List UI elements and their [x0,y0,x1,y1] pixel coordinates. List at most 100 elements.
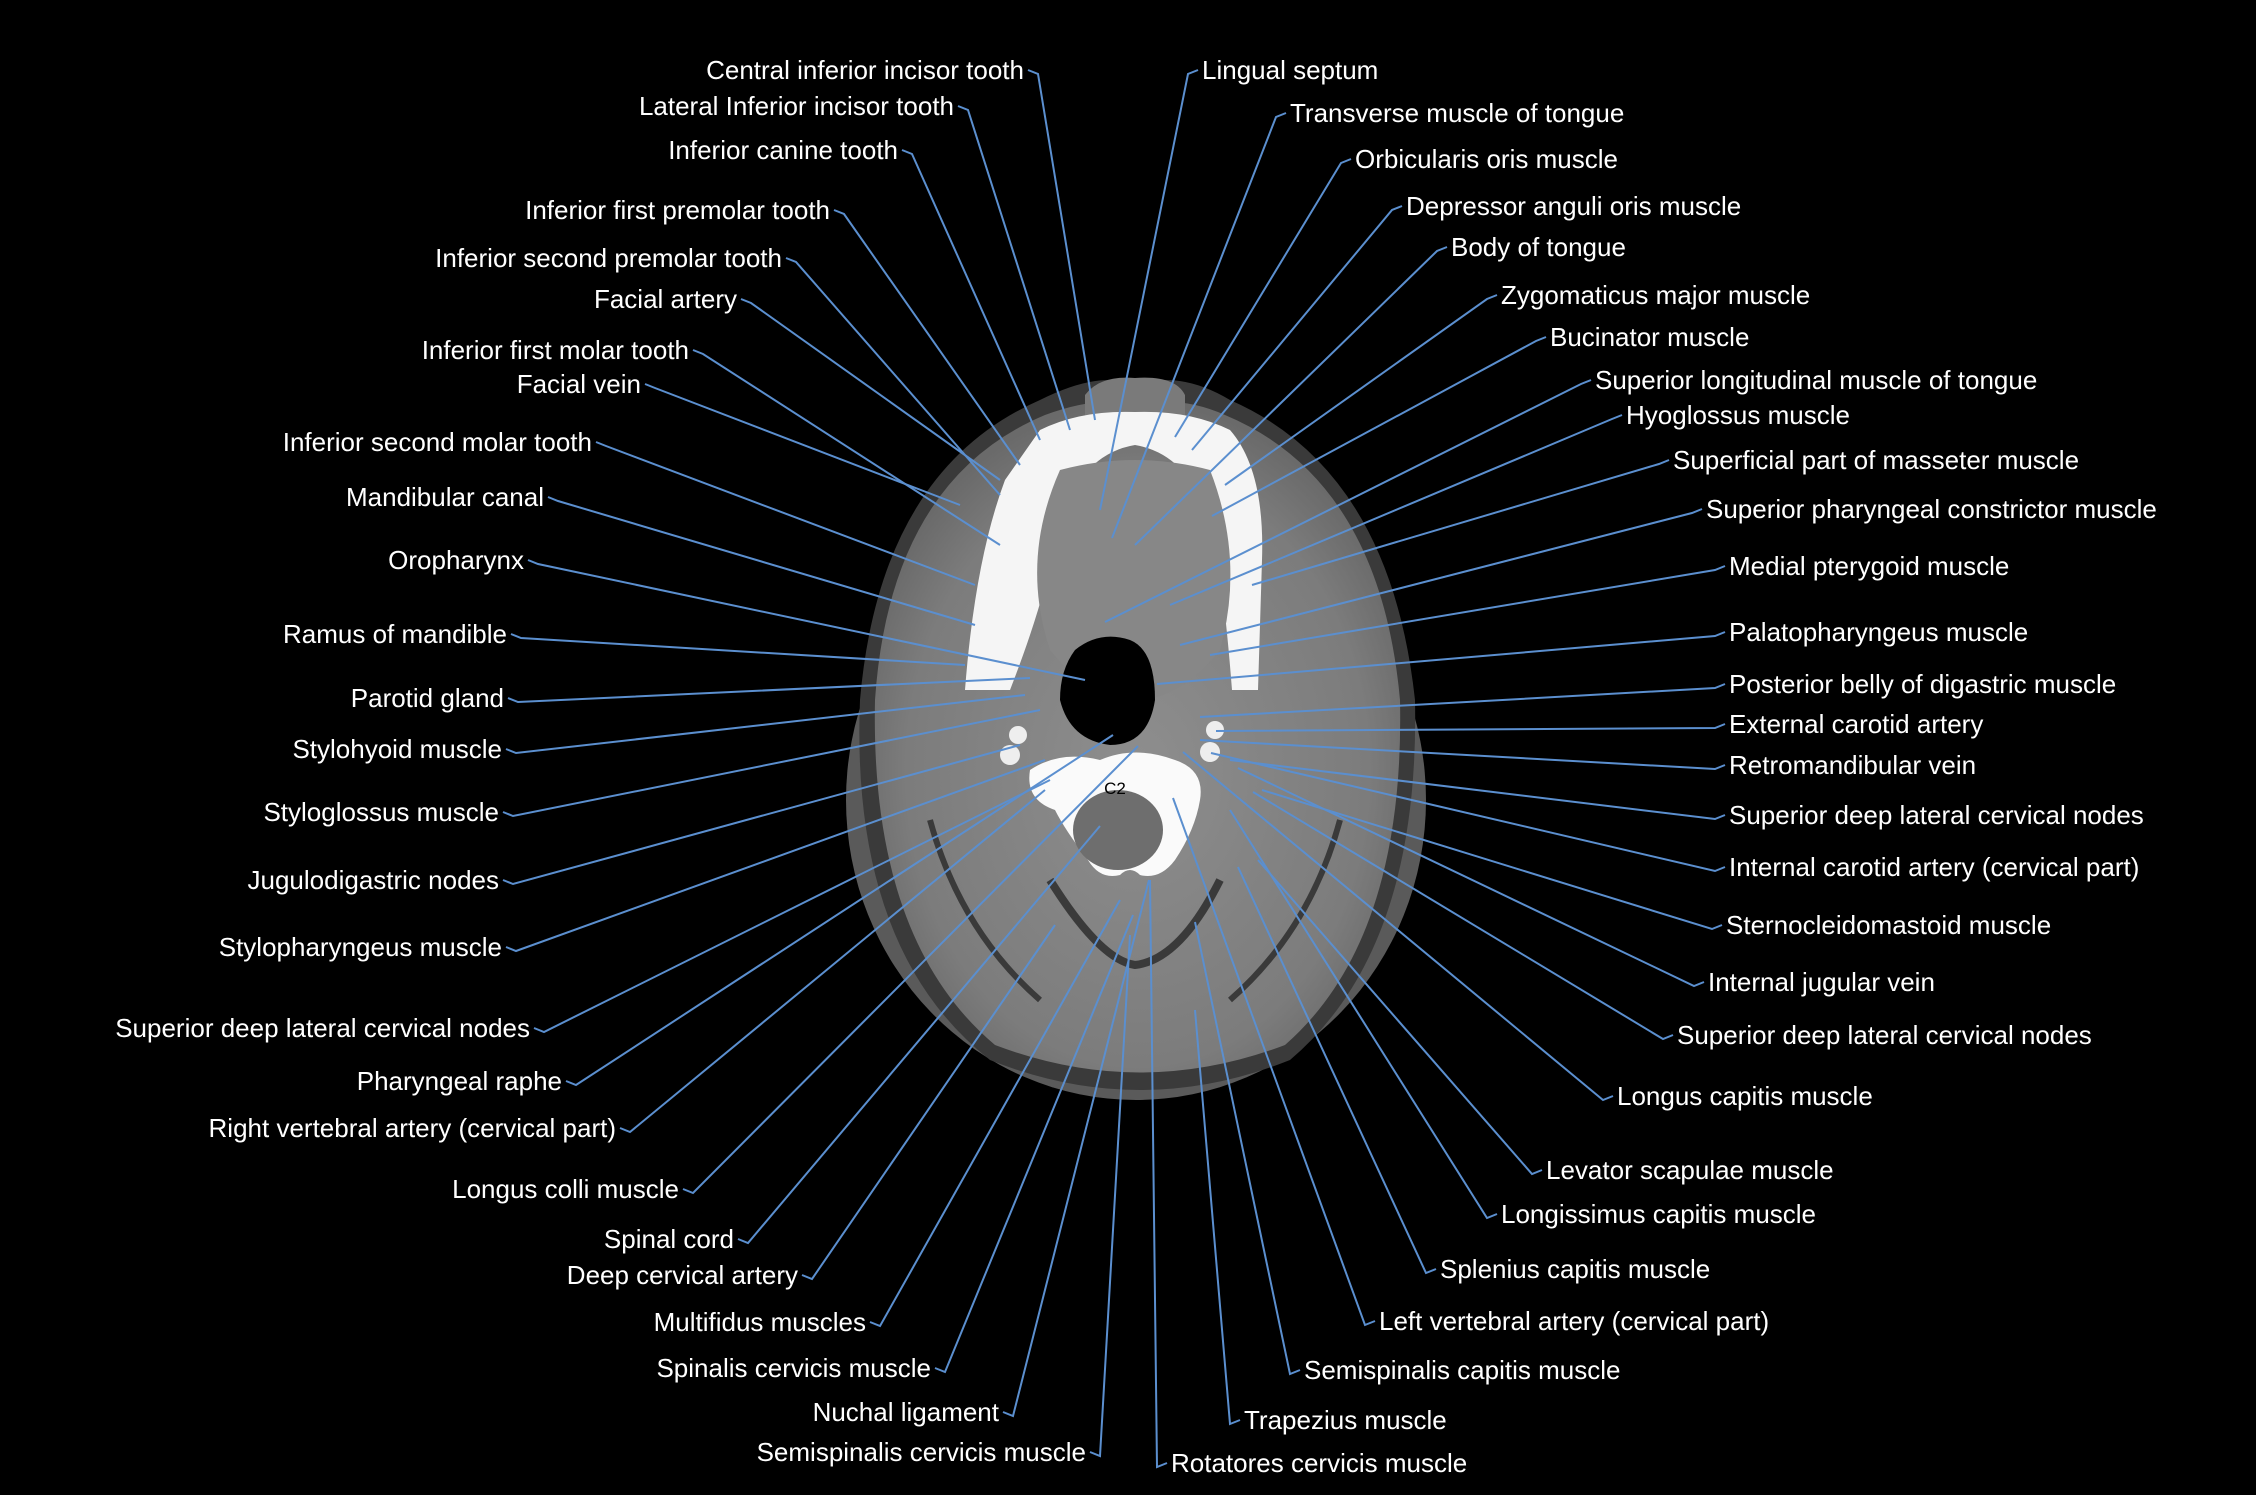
leader-line [1134,246,1448,546]
right-label: Transverse muscle of tongue [1290,98,1625,128]
right-label: Sternocleidomastoid muscle [1726,910,2052,940]
left-label: Right vertebral artery (cervical part) [208,1113,616,1143]
leader-line [1169,414,1623,606]
leader-line [505,759,1046,953]
leader-line [1182,751,1614,1102]
leader-line [1252,791,1674,1041]
right-label: Bucinator muscle [1550,322,1750,352]
leader-line [1172,797,1376,1327]
leader-line [595,441,976,586]
right-label: Hyoglossus muscle [1626,400,1850,430]
leader-line [869,899,1121,1328]
right-label: Medial pterygoid muscle [1729,551,2010,581]
leader-line [1174,158,1352,438]
leader-line [1191,205,1403,451]
right-label: Superficial part of masseter muscle [1673,445,2080,475]
leader-line [527,559,1086,681]
leader-line [502,744,1021,886]
left-label: Oropharynx [388,545,524,575]
left-label: Pharyngeal raphe [356,1066,562,1096]
left-label: Multifidus muscles [653,1307,866,1337]
leader-line [737,825,1101,1245]
leader-line [1149,879,1168,1469]
right-label: Posterior belly of digastric muscle [1729,669,2117,699]
right-label: Lingual septum [1202,55,1379,85]
leader-line [1099,69,1199,511]
leader-line [1194,1009,1241,1426]
leader-line [1229,759,1726,821]
leader-line [1224,294,1498,486]
leader-line [934,914,1134,1374]
right-label: Superior deep lateral cervical nodes [1729,800,2144,830]
left-label: Ramus of mandible [283,619,507,649]
right-label: Superior pharyngeal constrictor muscle [1706,494,2157,524]
left-label: Inferior second molar tooth [282,427,592,457]
left-label: Longus colli muscle [452,1174,679,1204]
left-label: Deep cervical artery [566,1260,798,1290]
left-label: Jugulodigastric nodes [247,865,500,895]
right-label: Superior deep lateral cervical nodes [1677,1020,2092,1050]
leader-line [510,633,966,666]
leader-line [1199,739,1726,771]
leader-line [833,209,1021,466]
left-label: Stylohyoid muscle [292,734,502,764]
leader-line [1237,767,1705,988]
left-label: Superior deep lateral cervical nodes [115,1013,530,1043]
right-label: Depressor anguli oris muscle [1406,191,1742,221]
leader-line [1002,879,1150,1418]
leader-line [1027,69,1096,421]
leader-line [801,924,1056,1281]
leader-line [1199,683,1726,718]
right-label: Rotatores cervicis muscle [1171,1448,1468,1478]
left-label: Parotid gland [350,683,504,713]
leader-line [1111,112,1287,539]
left-label: Inferior first premolar tooth [525,195,830,225]
leader-line [1156,631,1726,685]
leader-line [1104,379,1592,623]
left-label: Semispinalis cervicis muscle [756,1437,1086,1467]
leader-line [1261,789,1723,931]
leader-line [1229,809,1498,1220]
leader-line [1251,459,1670,586]
right-label: Orbicularis oris muscle [1355,144,1618,174]
leader-line [957,105,1071,431]
left-label: Central inferior incisor tooth [706,55,1024,85]
leader-line [1237,866,1437,1275]
left-label: Inferior second premolar tooth [435,243,782,273]
left-label: Lateral Inferior incisor tooth [638,91,954,121]
left-label: Spinal cord [603,1224,734,1254]
right-label: Semispinalis capitis muscle [1304,1355,1621,1385]
leader-line [1257,859,1543,1176]
leader-line [619,789,1046,1134]
right-label: Levator scapulae muscle [1546,1155,1834,1185]
right-label: Longus capitis muscle [1617,1081,1873,1111]
right-label: Body of tongue [1451,232,1626,262]
right-label: Palatopharyngeus muscle [1729,617,2029,647]
leader-line [901,149,1041,441]
leader-line [507,677,1031,704]
leader-line [533,779,1051,1034]
leader-line [547,496,976,626]
right-label: Zygomaticus major muscle [1501,280,1811,310]
right-label: Superior longitudinal muscle of tongue [1595,365,2038,395]
leader-line [1211,336,1547,517]
leader-line [682,745,1139,1195]
left-label: Facial artery [593,284,737,314]
leader-line [502,709,1041,818]
leader-line [740,298,1001,481]
left-label: Nuchal ligament [812,1397,999,1427]
leader-line [1179,508,1703,646]
right-label: External carotid artery [1729,709,1984,739]
right-label: Splenius capitis muscle [1440,1254,1711,1284]
left-label: Inferior canine tooth [668,135,898,165]
right-label: Internal carotid artery (cervical part) [1729,852,2140,882]
leader-line [1089,934,1131,1458]
leader-line [1209,565,1726,656]
left-label: Styloglossus muscle [263,797,499,827]
left-label: Facial vein [516,369,641,399]
right-label: Longissimus capitis muscle [1501,1199,1817,1229]
left-label: Mandibular canal [345,482,544,512]
left-label: Stylopharyngeus muscle [218,932,502,962]
